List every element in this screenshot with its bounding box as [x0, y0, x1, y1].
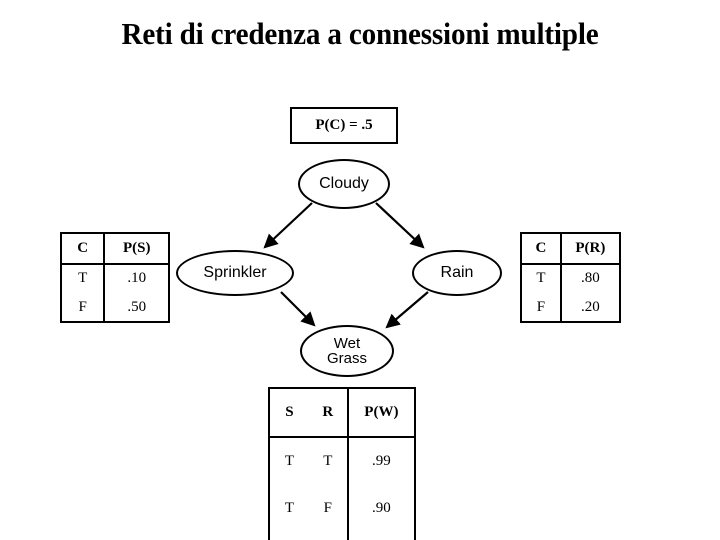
cpt-cloudy-prior-value: P(C) = .5	[315, 117, 373, 133]
table-row: F .20	[522, 293, 619, 321]
cpt-wetgrass-header-s: S	[270, 389, 309, 439]
cpt-rain-r1-c1: .20	[559, 293, 619, 321]
cpt-rain-r0-c1: .80	[559, 263, 619, 294]
cpt-wetgrass-r2-c1: T	[309, 531, 348, 540]
cpt-wetgrass-header-r: R	[308, 389, 348, 439]
cpt-rain-header-c: C	[522, 234, 561, 265]
cpt-rain-r0-c0: T	[536, 270, 546, 287]
table-row: F T .90	[270, 530, 414, 540]
table-row: T .10	[62, 263, 168, 294]
cpt-wetgrass-r1-c2: .90	[346, 485, 414, 531]
node-wet-grass-label-line1: Wet	[333, 334, 361, 352]
node-wet-grass-label: Wet Grass	[327, 336, 367, 367]
table-header-row: C P(R)	[522, 234, 619, 265]
node-sprinkler[interactable]: Sprinkler	[176, 250, 294, 296]
cpt-wetgrass-r0-c1: T	[323, 453, 333, 470]
cpt-wetgrass-r2-c2: .90	[346, 530, 414, 540]
edge-sprinkler-to-wetgrass	[280, 291, 316, 327]
cpt-table-cloudy: P(C) = .5	[290, 107, 398, 144]
node-cloudy-label: Cloudy	[319, 174, 369, 192]
cpt-wetgrass-r0-c2: .99	[346, 437, 414, 486]
cpt-wetgrass-r1-c0: T	[284, 499, 295, 516]
belief-network-figure: Cloudy Sprinkler Rain Wet Grass P(C) = .…	[0, 95, 720, 540]
cpt-wetgrass-r1-c1: F	[323, 499, 332, 516]
cpt-sprinkler-r1-c1: .50	[103, 293, 168, 321]
edge-cloudy-to-rain	[375, 202, 425, 249]
cpt-sprinkler-header-c: C	[62, 234, 105, 265]
node-rain[interactable]: Rain	[412, 250, 502, 296]
cpt-wetgrass-r0-c0: T	[284, 453, 295, 470]
node-cloudy[interactable]: Cloudy	[298, 159, 390, 209]
page-title: Reti di credenza a connessioni multiple	[121, 16, 599, 51]
table-header-row: S R P(W)	[270, 389, 414, 439]
node-sprinkler-label: Sprinkler	[203, 263, 267, 281]
cpt-rain-r1-c0: F	[536, 298, 546, 315]
table-row: T F .90	[270, 485, 414, 531]
cpt-sprinkler-r1-c0: F	[78, 298, 87, 315]
network-edges	[263, 202, 429, 329]
cpt-table-rain: C P(R) T .80 F .20	[520, 232, 621, 323]
cpt-table-sprinkler: C P(S) T .10 F .50	[60, 232, 170, 323]
edge-rain-to-wetgrass	[385, 291, 429, 329]
cpt-sprinkler-r0-c1: .10	[103, 263, 168, 294]
table-header-row: C P(S)	[62, 234, 168, 265]
edge-cloudy-to-sprinkler	[263, 202, 313, 249]
cpt-wetgrass-r2-c0: F	[270, 531, 309, 540]
node-wet-grass-label-line2: Grass	[326, 350, 367, 367]
cpt-table-wet-grass: S R P(W) T T .99 T F .90 F T .90	[268, 387, 416, 540]
cpt-wetgrass-header-pw: P(W)	[346, 389, 414, 439]
node-rain-label: Rain	[440, 263, 474, 281]
node-wet-grass[interactable]: Wet Grass	[300, 325, 394, 377]
cpt-rain-header-pr: P(R)	[559, 234, 619, 265]
table-row: F .50	[62, 293, 168, 321]
table-row: T T .99	[270, 437, 414, 486]
cpt-sprinkler-r0-c0: T	[78, 270, 88, 287]
cpt-sprinkler-header-ps: P(S)	[103, 234, 168, 265]
table-row: T .80	[522, 263, 619, 294]
